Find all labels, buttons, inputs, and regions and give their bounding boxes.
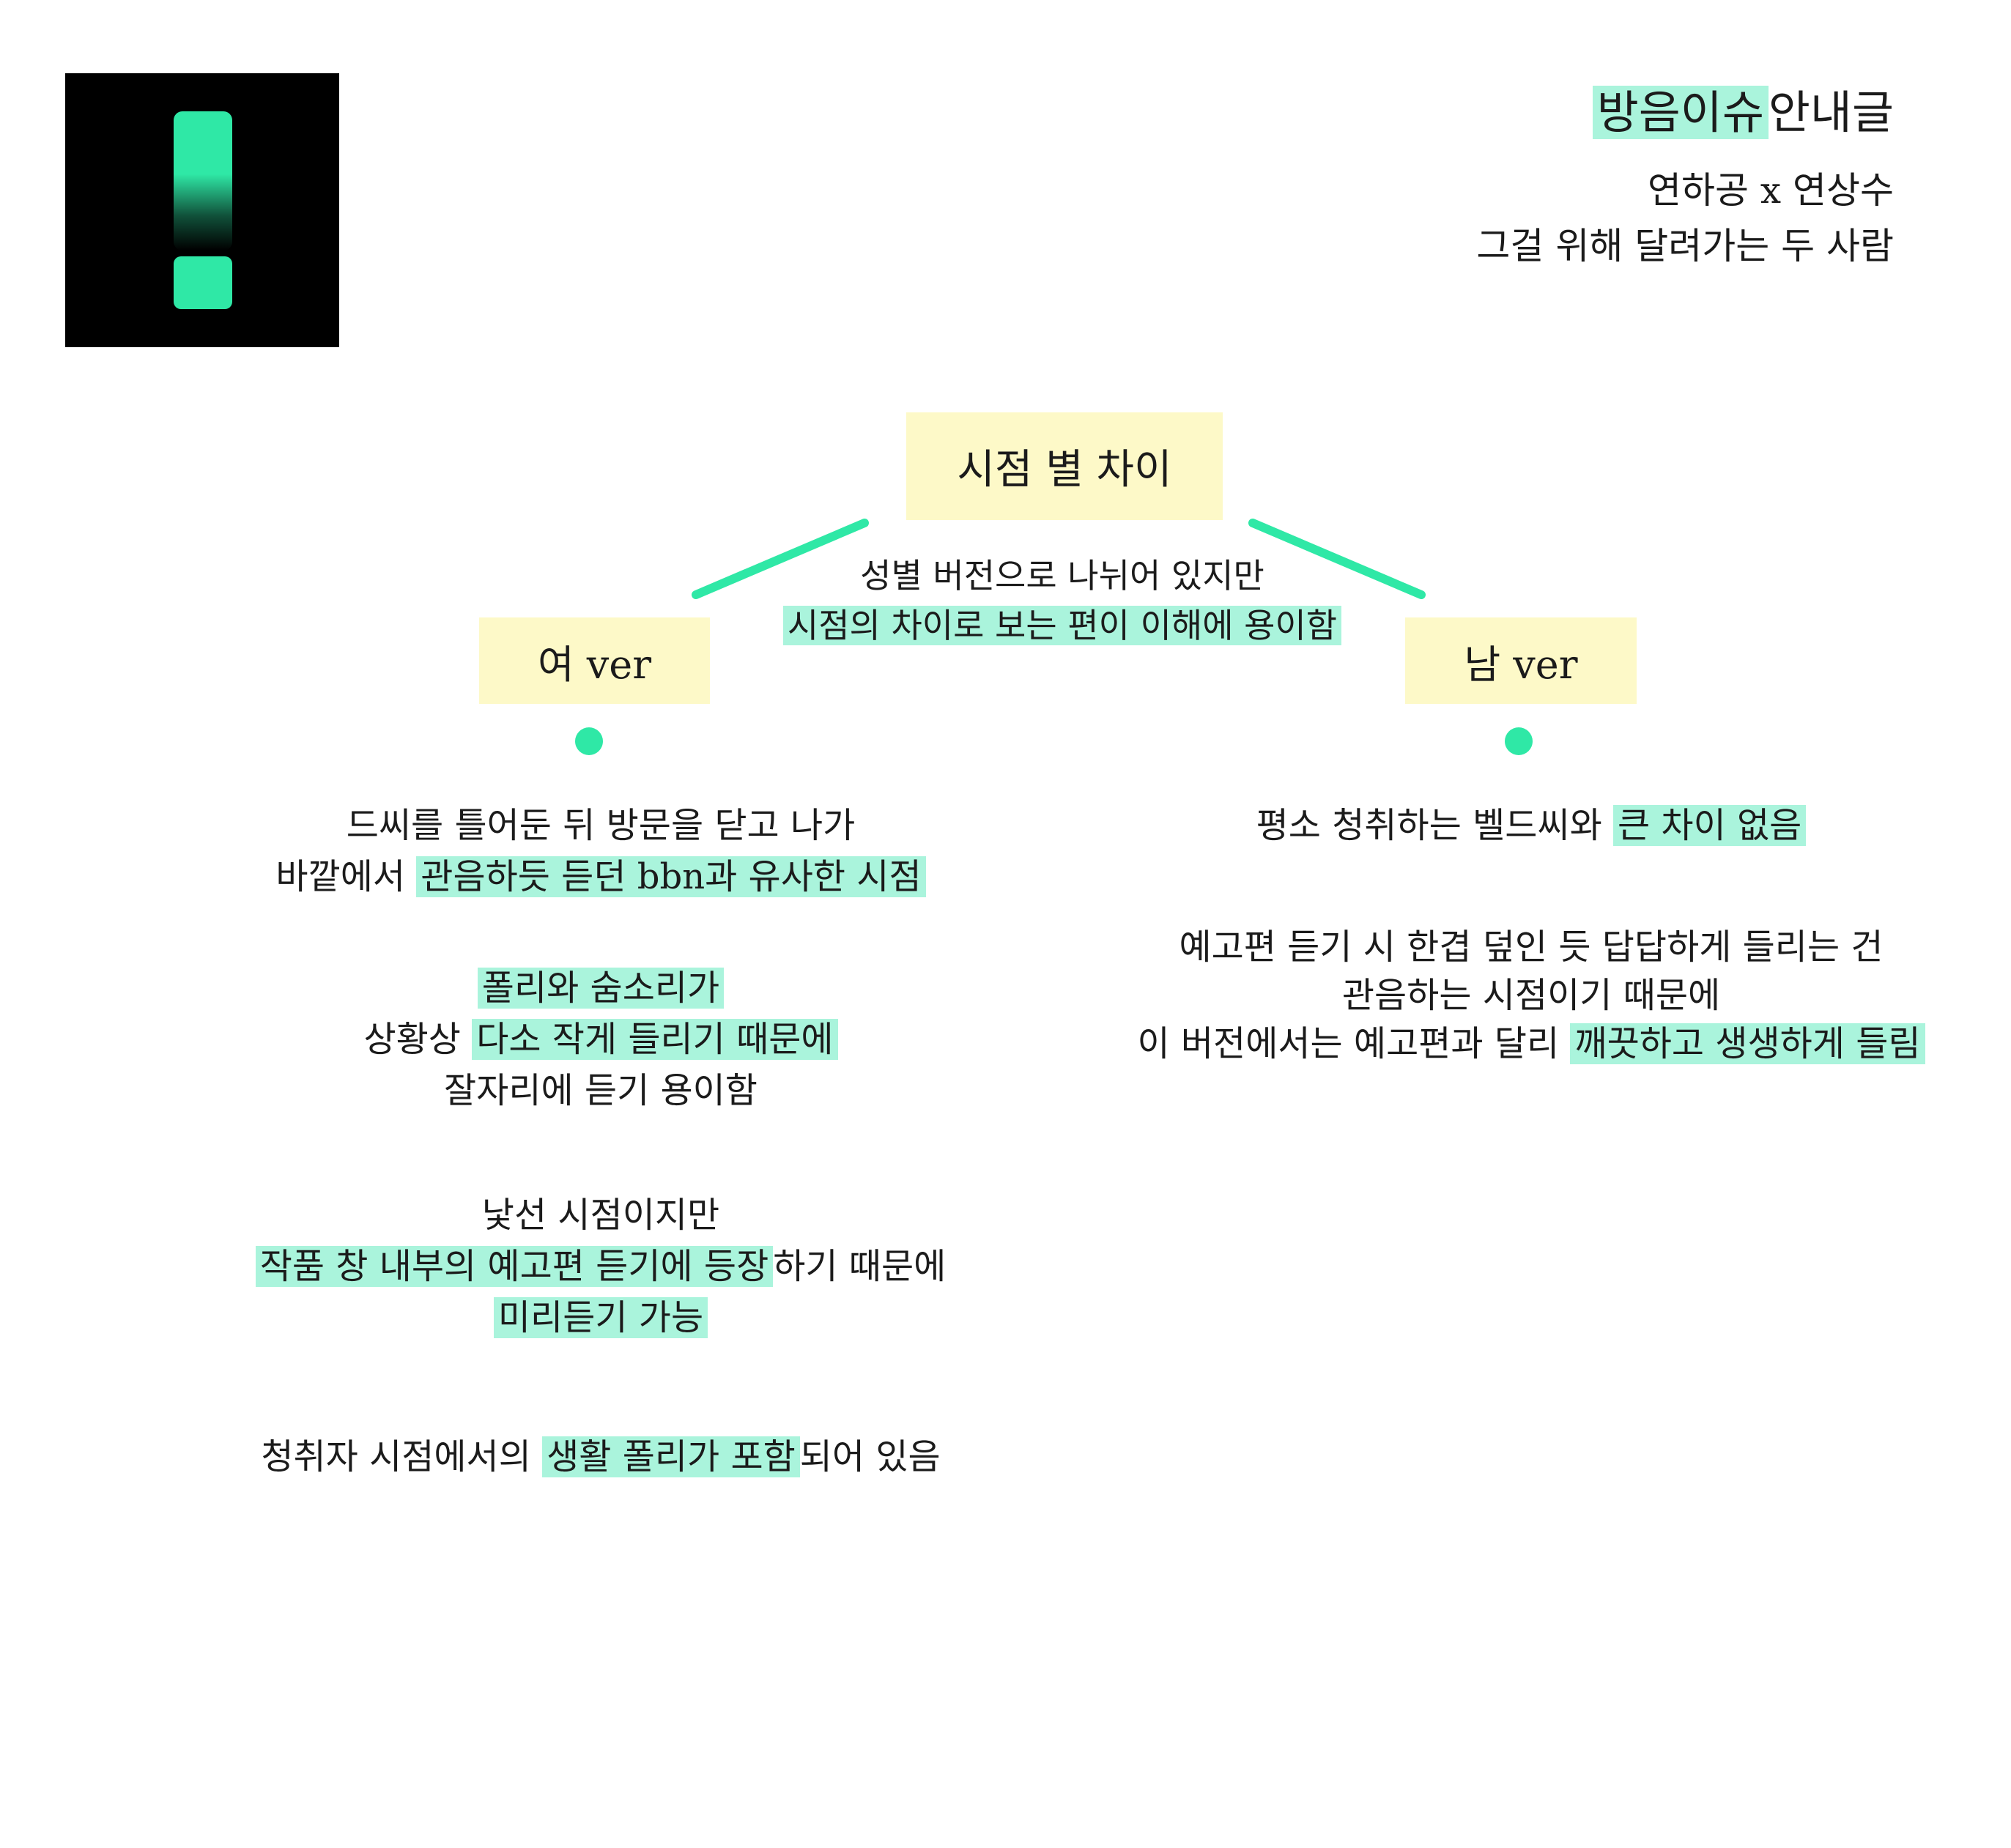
right-item-2-line-2: 관음하는 시점이기 때문에	[1341, 975, 1721, 1016]
center-note-line-1: 성별 버전으로 나뉘어 있지만	[860, 556, 1264, 595]
label-male-text: 남 ver	[1464, 641, 1578, 688]
left-item-1-line-2-highlight: 관음하듯 듣던 bbn과 유사한 시점	[416, 856, 926, 897]
left-item-3-line-2-plain: 하기 때문에	[773, 1246, 947, 1287]
connector-right	[1248, 519, 1426, 599]
left-item-4-plain-1: 청취자 시점에서의	[261, 1436, 543, 1477]
right-item-2: 예고편 듣기 시 한겹 덮인 듯 답답하게 들리는 건 관음하는 시점이기 때문…	[1128, 923, 1934, 1068]
left-item-3-line-1: 낯선 시점이지만	[481, 1195, 720, 1236]
right-item-2-line-3-highlight: 깨끗하고 생생하게 들림	[1570, 1023, 1925, 1064]
left-item-4-highlight: 생활 폴리가 포함	[542, 1436, 800, 1477]
right-item-2-line-3-plain: 이 버전에서는 예고편과 달리	[1137, 1023, 1571, 1064]
left-item-4-plain-2: 되어 있음	[799, 1436, 941, 1477]
left-item-2-line-2-plain: 상황상	[363, 1019, 473, 1060]
label-male-ver: 남 ver	[1405, 617, 1637, 704]
left-item-1: 드씨를 틀어둔 뒤 방문을 닫고 나가 바깥에서 관음하듯 듣던 bbn과 유사…	[242, 800, 960, 902]
node-right	[1505, 727, 1533, 755]
page-title: 방음이슈안내글	[1592, 78, 1894, 148]
exclamation-logo	[65, 73, 339, 347]
right-item-1-plain: 평소 청취하는 벨드씨와	[1256, 805, 1614, 846]
left-item-2-line-1-highlight: 폴리와 숨소리가	[477, 968, 725, 1009]
title-highlight: 방음이슈	[1592, 86, 1769, 139]
center-note-line-2: 시점의 차이로 보는 편이 이해에 용이함	[782, 606, 1342, 645]
right-item-2-line-1: 예고편 듣기 시 한겹 덮인 듯 답답하게 들리는 건	[1179, 927, 1884, 968]
center-note: 성별 버전으로 나뉘어 있지만 시점의 차이로 보는 편이 이해에 용이함	[733, 551, 1392, 650]
exclamation-dot	[174, 256, 232, 309]
left-item-3-line-3-highlight: 미리듣기 가능	[493, 1297, 708, 1338]
label-female-ver: 여 ver	[479, 617, 710, 704]
left-item-2-line-2-highlight: 다소 작게 들리기 때문에	[472, 1019, 838, 1060]
left-item-2-line-3: 잘자리에 듣기 용이함	[444, 1070, 758, 1111]
connector-left	[692, 519, 869, 599]
exclamation-icon	[174, 111, 232, 251]
center-box: 시점 별 차이	[906, 412, 1223, 520]
title-rest: 안내글	[1768, 86, 1894, 139]
left-item-3-line-2-highlight: 작품 창 내부의 예고편 듣기에 등장	[255, 1246, 774, 1287]
right-item-1-highlight: 큰 차이 없음	[1613, 805, 1807, 846]
left-item-1-line-2-plain: 바깥에서	[275, 856, 417, 897]
subtitle-line-2: 그걸 위해 달려가는 두 사람	[1476, 225, 1894, 267]
subtitle-line-1: 연하공 x 연상수	[1648, 169, 1894, 212]
label-female-text: 여 ver	[537, 641, 652, 688]
node-left	[575, 727, 603, 755]
left-item-2: 폴리와 숨소리가 상황상 다소 작게 들리기 때문에 잘자리에 듣기 용이함	[242, 962, 960, 1116]
center-box-label: 시점 별 차이	[957, 446, 1172, 494]
right-item-1: 평소 청취하는 벨드씨와 큰 차이 없음	[1128, 800, 1934, 851]
left-item-1-line-1: 드씨를 틀어둔 뒤 방문을 닫고 나가	[346, 805, 856, 846]
